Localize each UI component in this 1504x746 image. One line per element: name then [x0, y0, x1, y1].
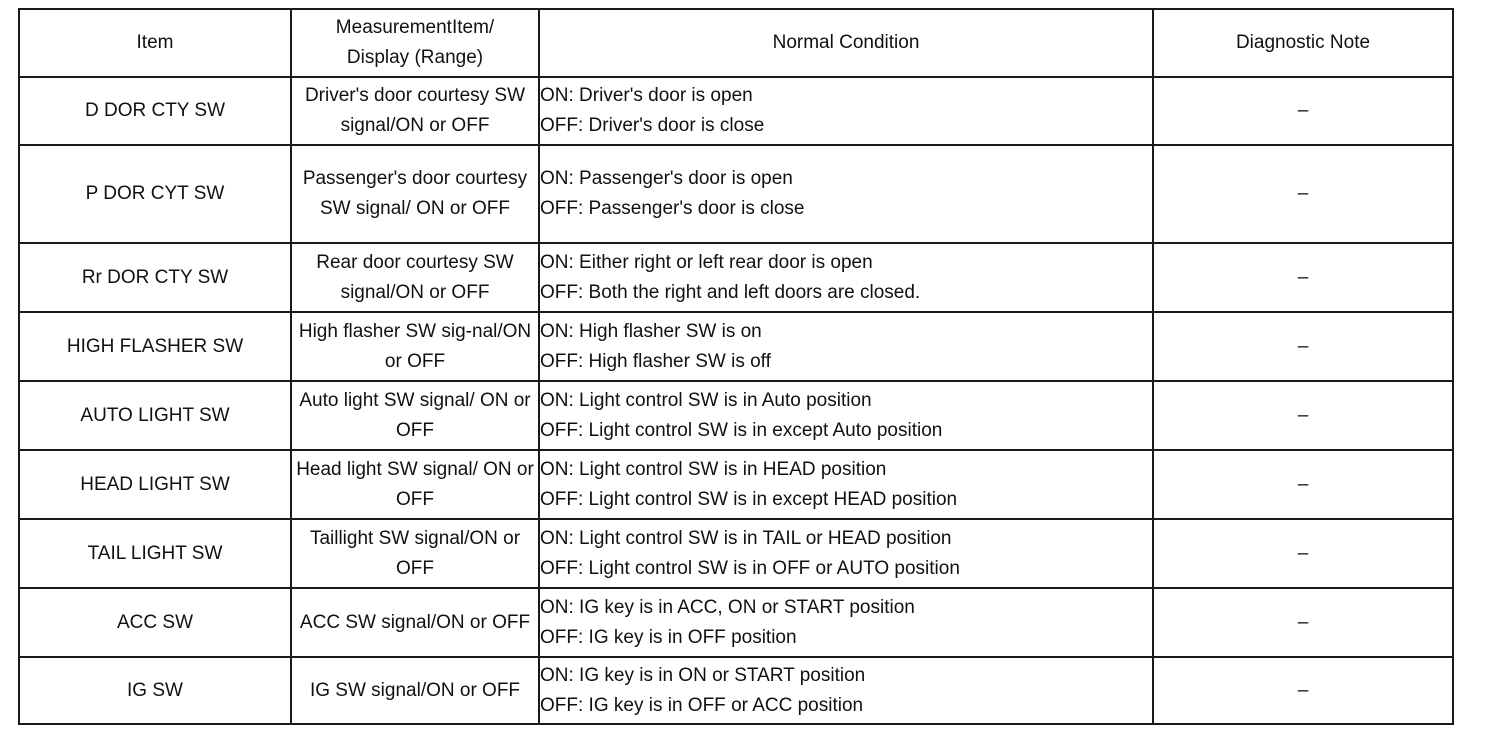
note-cell: –	[1152, 242, 1454, 313]
diagnostic-table: Item MeasurementItem/ Display (Range) No…	[18, 8, 1454, 725]
note-cell: –	[1152, 76, 1454, 146]
header-measurement: MeasurementItem/ Display (Range)	[290, 8, 540, 78]
header-measurement-line1: MeasurementItem/	[335, 17, 495, 38]
item-cell: HEAD LIGHT SW	[18, 449, 292, 520]
item-cell: P DOR CYT SW	[18, 144, 292, 244]
note-cell: –	[1152, 449, 1454, 520]
measurement-cell: Auto light SW signal/ ON or OFF	[290, 380, 540, 451]
condition-on: ON: Light control SW is in HEAD position	[540, 458, 887, 480]
table-row: HEAD LIGHT SW Head light SW signal/ ON o…	[18, 449, 1454, 520]
condition-off: OFF: Light control SW is in except HEAD …	[540, 488, 958, 510]
table-row: AUTO LIGHT SW Auto light SW signal/ ON o…	[18, 380, 1454, 451]
note-cell: –	[1152, 380, 1454, 451]
header-condition: Normal Condition	[538, 8, 1154, 78]
condition-off: OFF: Both the right and left doors are c…	[540, 281, 921, 303]
table-row: IG SW IG SW signal/ON or OFF ON: IG key …	[18, 656, 1454, 725]
condition-cell: ON: Light control SW is in HEAD position…	[538, 449, 1154, 520]
note-cell: –	[1152, 587, 1454, 658]
condition-cell: ON: High flasher SW is on OFF: High flas…	[538, 311, 1154, 382]
measurement-cell: Rear door courtesy SW signal/ON or OFF	[290, 242, 540, 313]
table-row: HIGH FLASHER SW High flasher SW sig-nal/…	[18, 311, 1454, 382]
table-row: ACC SW ACC SW signal/ON or OFF ON: IG ke…	[18, 587, 1454, 658]
header-item: Item	[18, 8, 292, 78]
condition-on: ON: Light control SW is in TAIL or HEAD …	[540, 527, 952, 549]
header-measurement-line2: Display (Range)	[346, 47, 484, 68]
condition-off: OFF: Passenger's door is close	[540, 198, 805, 219]
condition-cell: ON: Either right or left rear door is op…	[538, 242, 1154, 313]
measurement-cell: Driver's door courtesy SW signal/ON or O…	[290, 76, 540, 146]
condition-on: ON: IG key is in ON or START position	[540, 664, 866, 686]
table-row: Rr DOR CTY SW Rear door courtesy SW sign…	[18, 242, 1454, 313]
condition-on: ON: Driver's door is open	[540, 85, 753, 106]
measurement-cell: IG SW signal/ON or OFF	[290, 656, 540, 725]
measurement-cell: Taillight SW signal/ON or OFF	[290, 518, 540, 589]
condition-on: ON: Either right or left rear door is op…	[540, 251, 873, 273]
table-row: TAIL LIGHT SW Taillight SW signal/ON or …	[18, 518, 1454, 589]
measurement-cell: Head light SW signal/ ON or OFF	[290, 449, 540, 520]
condition-off: OFF: Light control SW is in OFF or AUTO …	[540, 557, 960, 579]
condition-cell: ON: Light control SW is in Auto position…	[538, 380, 1154, 451]
condition-cell: ON: Driver's door is open OFF: Driver's …	[538, 76, 1154, 146]
item-cell: TAIL LIGHT SW	[18, 518, 292, 589]
table-row: P DOR CYT SW Passenger's door courtesy S…	[18, 144, 1454, 244]
item-cell: D DOR CTY SW	[18, 76, 292, 146]
condition-on: ON: Passenger's door is open	[540, 168, 793, 189]
condition-off: OFF: High flasher SW is off	[540, 350, 771, 372]
condition-off: OFF: IG key is in OFF or ACC position	[540, 694, 864, 716]
item-cell: HIGH FLASHER SW	[18, 311, 292, 382]
item-cell: ACC SW	[18, 587, 292, 658]
condition-off: OFF: Driver's door is close	[540, 115, 765, 136]
note-cell: –	[1152, 656, 1454, 725]
item-cell: AUTO LIGHT SW	[18, 380, 292, 451]
condition-off: OFF: Light control SW is in except Auto …	[540, 419, 943, 441]
header-row: Item MeasurementItem/ Display (Range) No…	[18, 8, 1454, 78]
condition-cell: ON: Light control SW is in TAIL or HEAD …	[538, 518, 1154, 589]
condition-cell: ON: IG key is in ACC, ON or START positi…	[538, 587, 1154, 658]
measurement-cell: Passenger's door courtesy SW signal/ ON …	[290, 144, 540, 244]
note-cell: –	[1152, 518, 1454, 589]
item-cell: IG SW	[18, 656, 292, 725]
condition-cell: ON: Passenger's door is open OFF: Passen…	[538, 144, 1154, 244]
note-cell: –	[1152, 311, 1454, 382]
condition-on: ON: Light control SW is in Auto position	[540, 389, 872, 411]
measurement-cell: ACC SW signal/ON or OFF	[290, 587, 540, 658]
measurement-cell: High flasher SW sig-nal/ON or OFF	[290, 311, 540, 382]
table-row: D DOR CTY SW Driver's door courtesy SW s…	[18, 76, 1454, 146]
note-cell: –	[1152, 144, 1454, 244]
condition-on: ON: IG key is in ACC, ON or START positi…	[540, 596, 915, 618]
item-cell: Rr DOR CTY SW	[18, 242, 292, 313]
condition-cell: ON: IG key is in ON or START position OF…	[538, 656, 1154, 725]
header-note: Diagnostic Note	[1152, 8, 1454, 78]
condition-off: OFF: IG key is in OFF position	[540, 626, 797, 648]
condition-on: ON: High flasher SW is on	[540, 320, 762, 342]
